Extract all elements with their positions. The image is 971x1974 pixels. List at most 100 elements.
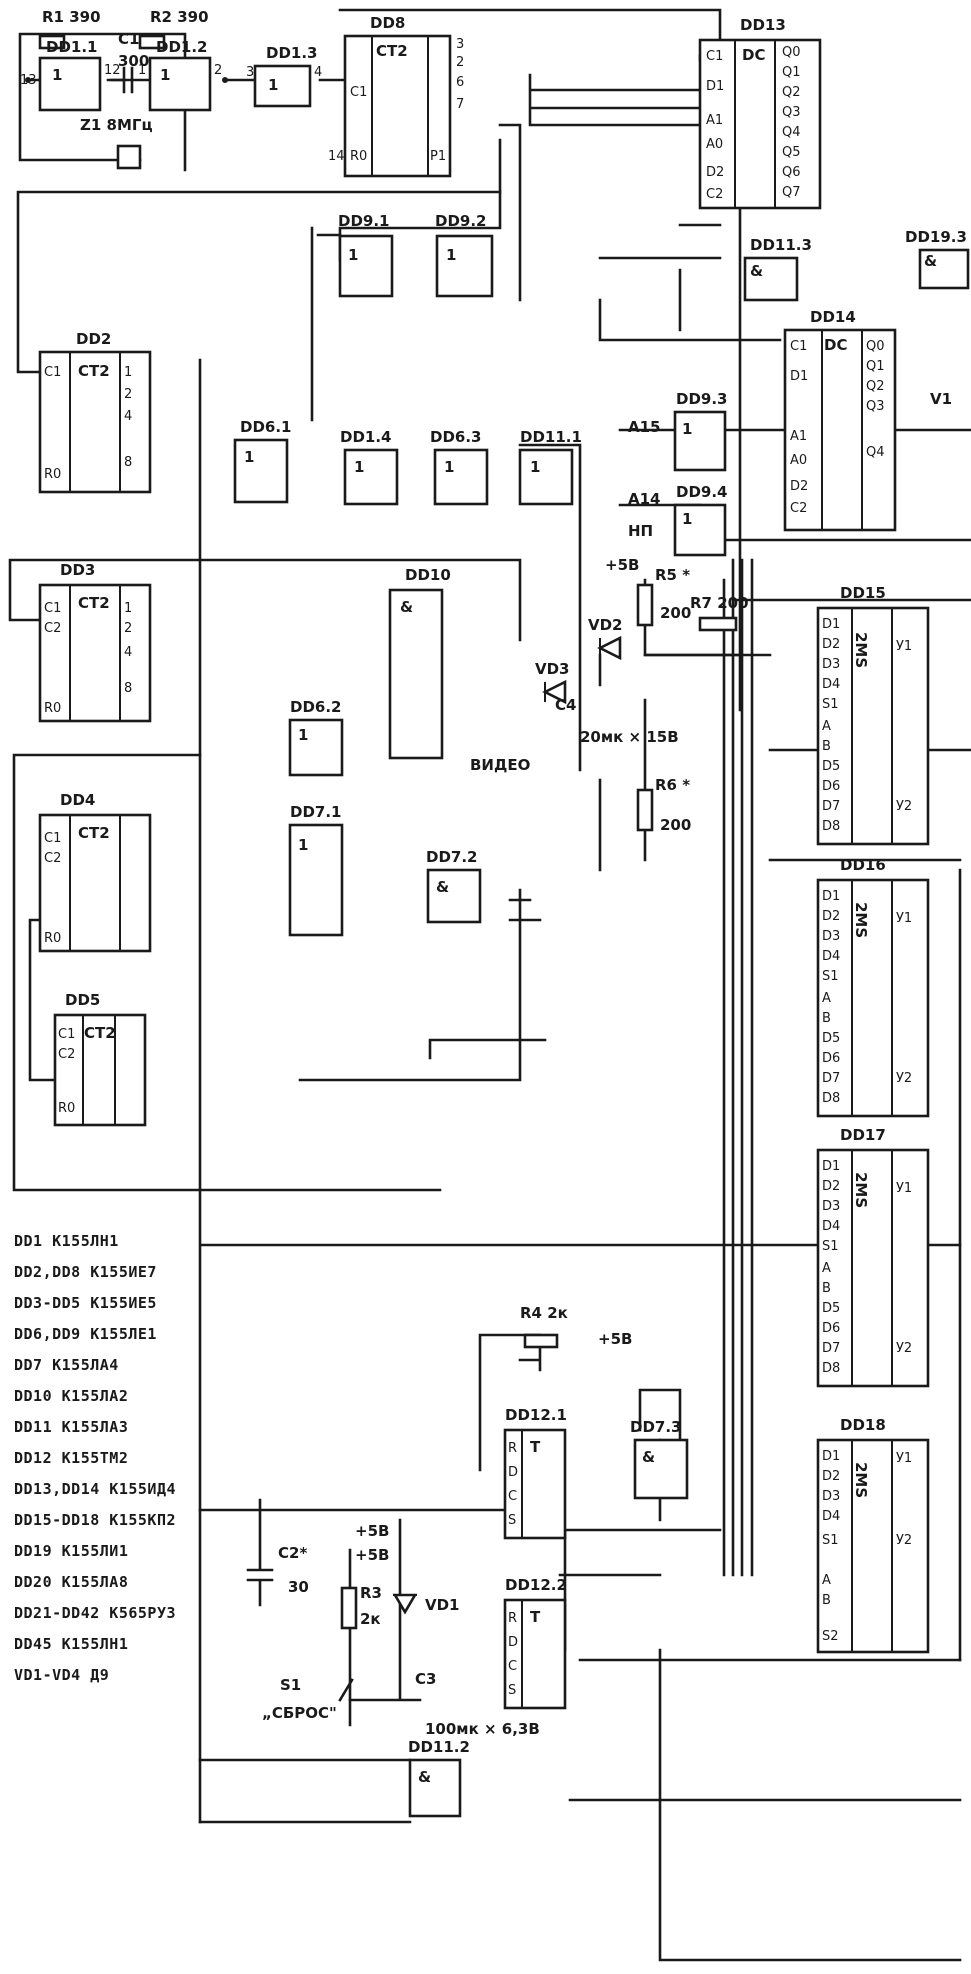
legend-item: VD1-VD4 Д9 (14, 1666, 110, 1684)
svg-text:У1: У1 (896, 911, 912, 926)
svg-text:D: D (508, 1465, 518, 1480)
c4-label: C4 (555, 696, 576, 714)
svg-text:D4: D4 (822, 949, 840, 964)
svg-text:DD18: DD18 (840, 1416, 886, 1434)
svg-text:1: 1 (52, 66, 62, 84)
svg-text:DD6.1: DD6.1 (240, 418, 291, 436)
svg-text:R0: R0 (58, 1101, 75, 1116)
svg-text:Q1: Q1 (782, 65, 801, 80)
svg-text:1: 1 (124, 365, 132, 380)
parts-legend: DD1 K155ЛН1 DD2,DD8 K155ИЕ7 DD3-DD5 K155… (14, 1226, 264, 1691)
svg-text:B: B (822, 1011, 831, 1026)
r3-supply-label-1: +5В (355, 1522, 389, 1540)
svg-text:D8: D8 (822, 1361, 840, 1376)
chip-dd19-3: DD19.3 & (905, 228, 970, 290)
svg-text:Q0: Q0 (782, 45, 801, 60)
supply-label: +5В (605, 556, 639, 574)
svg-text:Q7: Q7 (782, 185, 801, 200)
a14-label: A14 (628, 490, 660, 508)
svg-text:1: 1 (354, 458, 364, 476)
r6-label: R6 * (655, 776, 690, 794)
svg-text:D2: D2 (822, 637, 840, 652)
svg-text:B: B (822, 1281, 831, 1296)
chip-dd10: DD10 & (388, 566, 451, 760)
svg-text:D: D (508, 1635, 518, 1650)
chip-dd6-1: DD6.1 1 (233, 418, 291, 504)
svg-text:S2: S2 (822, 1629, 839, 1644)
svg-text:1: 1 (244, 448, 254, 466)
svg-text:C2: C2 (44, 851, 61, 866)
svg-text:4: 4 (124, 645, 132, 660)
v1-label: V1 (930, 390, 952, 408)
svg-text:1: 1 (446, 246, 456, 264)
svg-text:D6: D6 (822, 1321, 840, 1336)
legend-item: DD21-DD42 K565РУ3 (14, 1604, 177, 1622)
svg-text:A0: A0 (790, 453, 807, 468)
resistor-r3 (340, 1586, 358, 1630)
svg-text:8: 8 (124, 681, 132, 696)
svg-text:D2: D2 (822, 1469, 840, 1484)
legend-item: DD15-DD18 K155КП2 (14, 1511, 177, 1529)
c2-value: 30 (288, 1578, 309, 1596)
svg-text:D1: D1 (822, 617, 840, 632)
svg-text:DD1.1: DD1.1 (46, 38, 97, 56)
svg-text:C: C (508, 1489, 517, 1504)
c3-label: C3 (415, 1670, 436, 1688)
svg-text:8: 8 (124, 455, 132, 470)
svg-text:R0: R0 (44, 701, 61, 716)
svg-text:1: 1 (298, 836, 308, 854)
svg-text:У2: У2 (896, 1341, 912, 1356)
svg-text:DD9.3: DD9.3 (676, 390, 727, 408)
chip-dd9-3: DD9.3 1 (673, 390, 727, 472)
svg-text:2: 2 (456, 55, 464, 70)
r7-label: R7 200 (690, 594, 749, 612)
svg-text:Q2: Q2 (866, 379, 885, 394)
svg-text:7: 7 (456, 97, 464, 112)
chip-dd6-3: DD6.3 1 (430, 428, 489, 506)
svg-text:D1: D1 (822, 889, 840, 904)
chip-dd9-4: DD9.4 1 (673, 483, 727, 557)
svg-text:C1: C1 (44, 831, 61, 846)
svg-text:S1: S1 (822, 697, 839, 712)
svg-text:D3: D3 (822, 1489, 840, 1504)
svg-text:D1: D1 (706, 79, 724, 94)
chip-dd7-2: DD7.2 & (426, 848, 482, 924)
svg-text:&: & (750, 262, 763, 280)
oscillator: R1 390 R2 390 C1 300 Z1 8МГц (18, 8, 347, 172)
svg-text:CT2: CT2 (376, 42, 408, 60)
svg-text:Q4: Q4 (866, 445, 885, 460)
svg-text:R0: R0 (350, 149, 367, 164)
a15-label: A15 (628, 418, 660, 436)
resistor-r5 (636, 583, 654, 627)
svg-text:&: & (924, 252, 937, 270)
c2-label: C2* (278, 1544, 307, 1562)
svg-text:D1: D1 (822, 1159, 840, 1174)
chip-dd7-3: DD7.3 & (630, 1418, 689, 1500)
diode-vd2 (597, 635, 622, 661)
svg-text:DD15: DD15 (840, 584, 886, 602)
s1-name: „СБРОС" (262, 1704, 337, 1722)
svg-text:D2: D2 (822, 1179, 840, 1194)
svg-text:1: 1 (530, 458, 540, 476)
svg-text:A1: A1 (790, 429, 807, 444)
r4-supply-label: +5В (598, 1330, 632, 1348)
svg-text:DD1.3: DD1.3 (266, 44, 317, 62)
chip-dd12-2: DD12.2 T RD CS (503, 1576, 567, 1710)
svg-text:DD10: DD10 (405, 566, 451, 584)
svg-text:B: B (822, 1593, 831, 1608)
legend-item: DD2,DD8 K155ИЕ7 (14, 1263, 157, 1281)
svg-text:Q3: Q3 (866, 399, 885, 414)
svg-text:У2: У2 (896, 1071, 912, 1086)
svg-text:DC: DC (742, 46, 765, 64)
svg-text:C1: C1 (58, 1027, 75, 1042)
svg-text:DD12.2: DD12.2 (505, 1576, 567, 1594)
